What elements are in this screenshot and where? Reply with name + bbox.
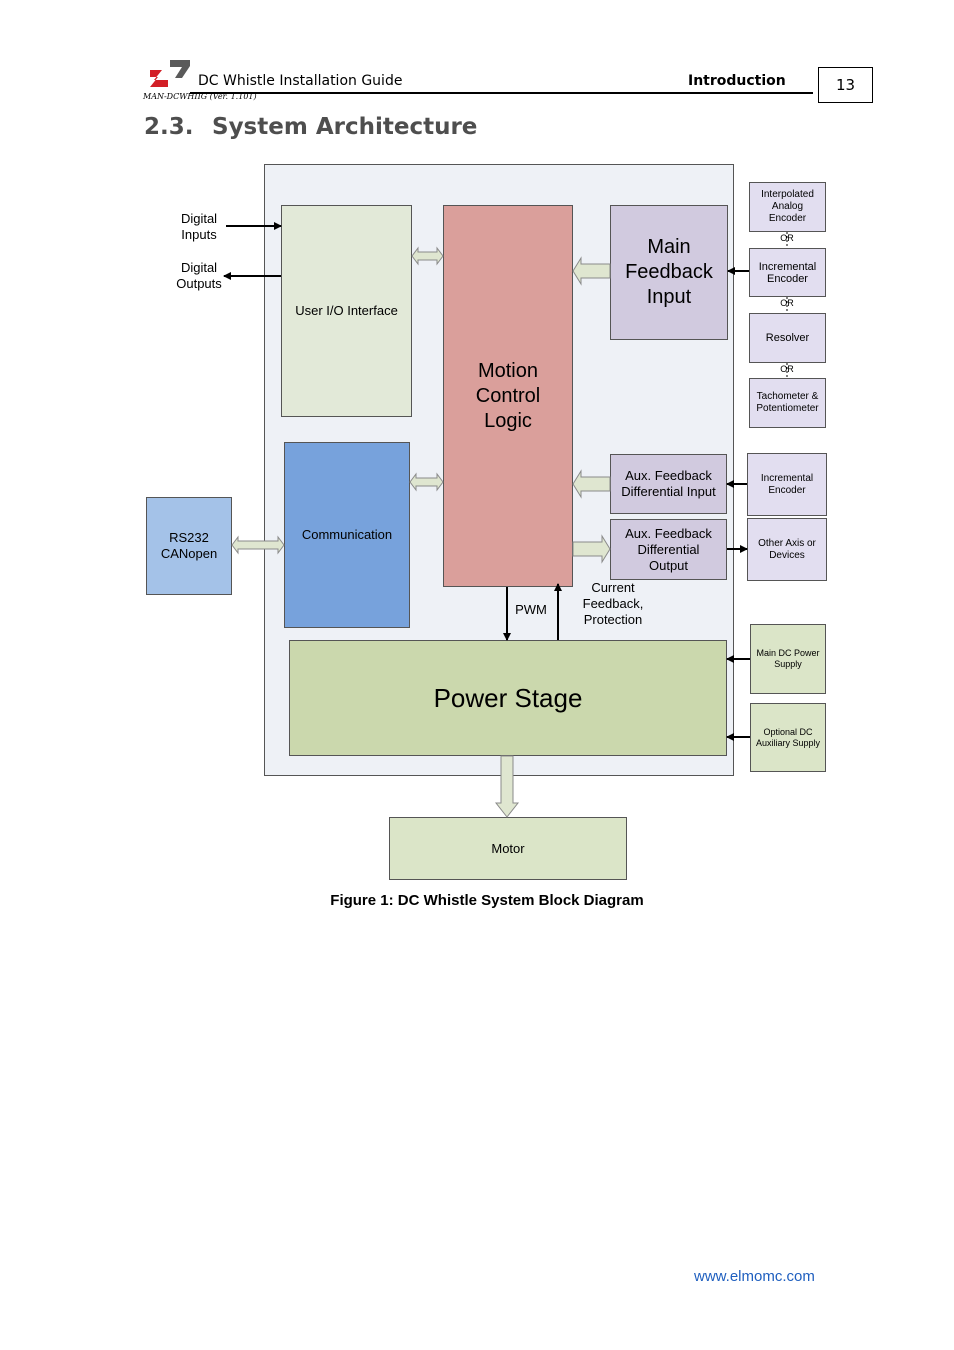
rs232-canopen-block: RS232 CANopen xyxy=(146,497,232,595)
rs232-comm-double-arrow xyxy=(231,535,285,555)
incremental-encoder-block: Incremental Encoder xyxy=(749,248,826,297)
io-logic-double-arrow xyxy=(411,246,444,266)
section-heading: 2.3. System Architecture xyxy=(144,114,477,140)
aux-incremental-encoder-block: Incremental Encoder xyxy=(747,453,827,516)
digital-inputs-label: Digital Inputs xyxy=(180,211,218,242)
aux-input-arrow xyxy=(572,469,611,499)
aux-feedback-output-block: Aux. Feedback Differential Output xyxy=(610,519,727,580)
optional-dc-supply-block: Optional DC Auxiliary Supply xyxy=(750,703,826,772)
page-number: 13 xyxy=(818,67,873,103)
elmo-logo xyxy=(150,60,190,87)
footer-link[interactable]: www.elmomc.com xyxy=(694,1268,815,1285)
header-rule xyxy=(190,92,813,94)
comm-logic-double-arrow xyxy=(409,472,444,492)
document-title: DC Whistle Installation Guide xyxy=(198,73,403,89)
section-number: 2.3. xyxy=(144,114,194,140)
current-feedback-label: Current Feedback, Protection xyxy=(582,580,644,627)
tachometer-block: Tachometer & Potentiometer xyxy=(749,378,826,428)
digital-outputs-label: Digital Outputs xyxy=(176,260,222,291)
power-stage-block: Power Stage xyxy=(289,640,727,756)
other-axis-block: Other Axis or Devices xyxy=(747,518,827,581)
section-name: Introduction xyxy=(688,73,786,89)
user-io-interface-block: User I/O Interface xyxy=(281,205,412,417)
communication-block: Communication xyxy=(284,442,410,628)
power-motor-arrow xyxy=(494,755,520,818)
document-code: MAN-DCWHIIG (Ver. 1.101) xyxy=(143,92,257,101)
figure-caption: Figure 1: DC Whistle System Block Diagra… xyxy=(330,892,644,909)
section-title: System Architecture xyxy=(212,114,478,140)
main-feedback-input-block: Main Feedback Input xyxy=(610,205,728,340)
main-dc-supply-block: Main DC Power Supply xyxy=(750,624,826,694)
aux-output-arrow xyxy=(572,534,611,564)
main-feedback-arrow xyxy=(572,256,611,286)
aux-feedback-input-block: Aux. Feedback Differential Input xyxy=(610,454,727,514)
resolver-block: Resolver xyxy=(749,313,826,363)
motion-control-logic-block: Motion Control Logic xyxy=(443,205,573,587)
motor-block: Motor xyxy=(389,817,627,880)
interpolated-encoder-block: Interpolated Analog Encoder xyxy=(749,182,826,232)
pwm-label: PWM xyxy=(515,602,547,617)
